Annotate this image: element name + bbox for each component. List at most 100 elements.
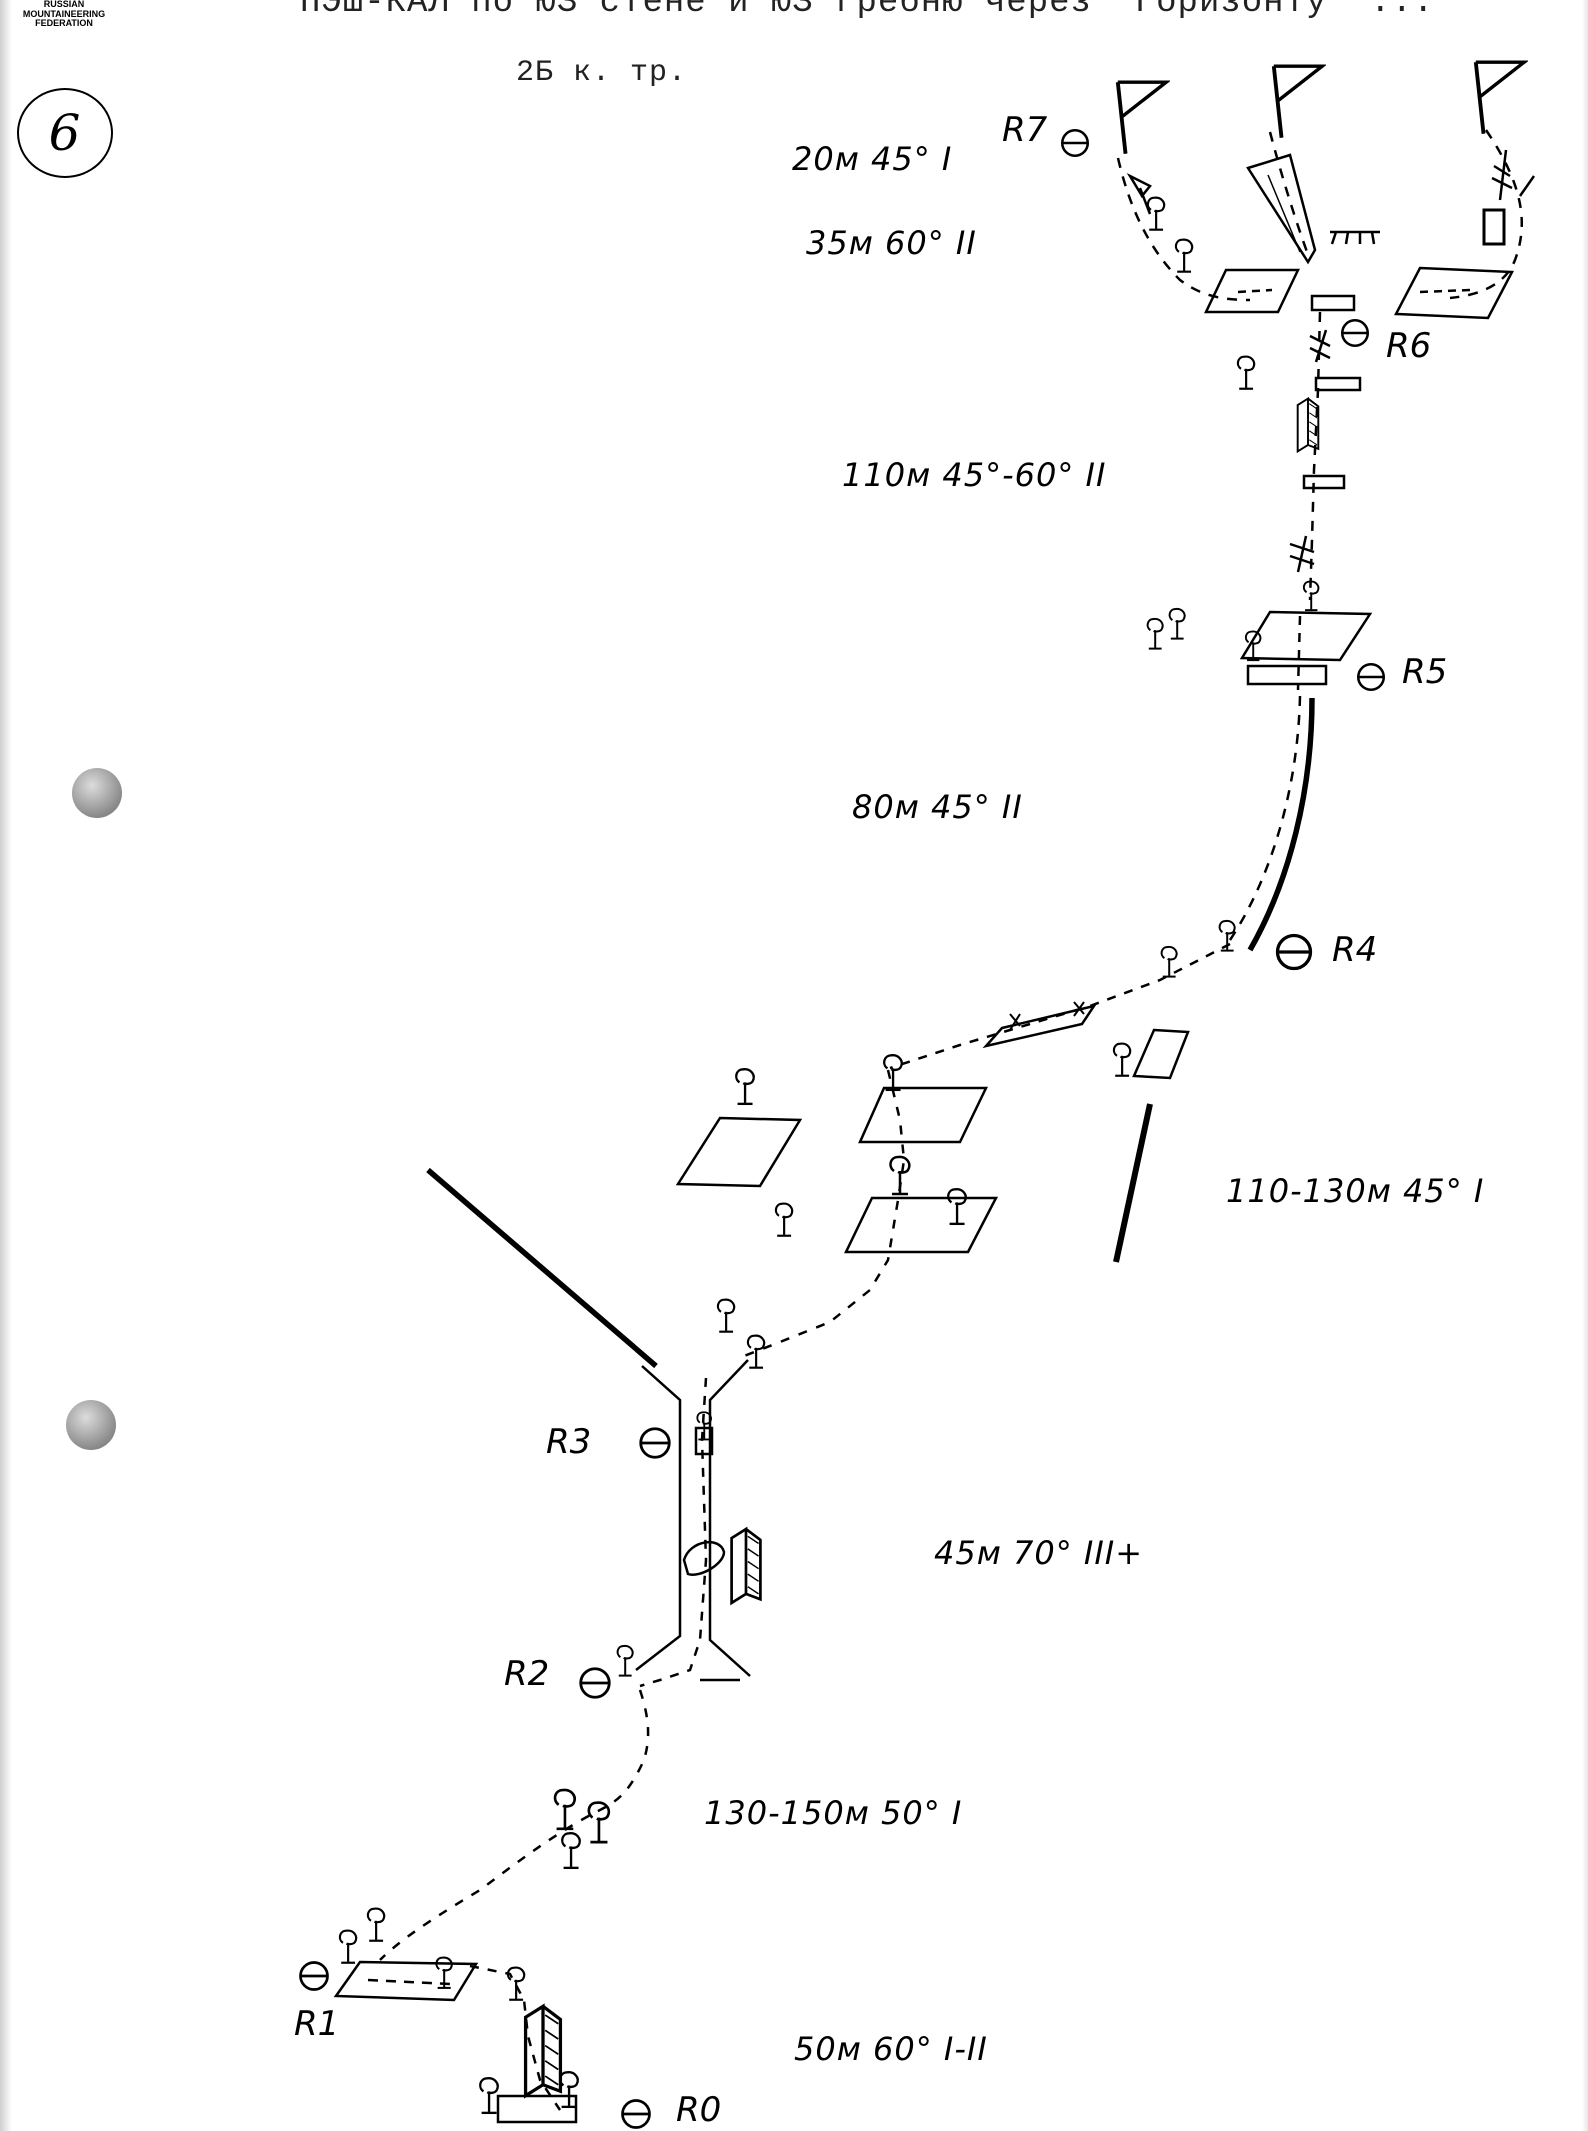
ridge-center-path bbox=[1268, 131, 1312, 261]
piton-icon bbox=[889, 1155, 911, 1196]
difficulty-category: 2Б к. тр. bbox=[516, 56, 688, 90]
belay-label-r0: R0 bbox=[676, 2090, 722, 2130]
dihedral-icon bbox=[523, 2004, 563, 2098]
couloir-right-wall bbox=[708, 1359, 751, 1677]
ledge-block bbox=[1314, 376, 1362, 392]
dihedral-icon bbox=[729, 1527, 763, 1605]
route-line bbox=[1228, 695, 1302, 941]
piton-icon bbox=[716, 1298, 736, 1333]
summit-flag-icon bbox=[1473, 60, 1527, 136]
r5-ledge bbox=[1239, 610, 1373, 691]
piton-icon bbox=[506, 1966, 526, 2001]
route-line bbox=[1308, 311, 1322, 601]
punch-hole-lower bbox=[66, 1400, 116, 1450]
piton-icon bbox=[734, 1067, 756, 1106]
summit-features bbox=[1126, 149, 1536, 320]
cross-mark bbox=[1309, 329, 1331, 363]
slab-center bbox=[858, 1086, 988, 1144]
ledge-dash bbox=[1419, 288, 1471, 294]
pitch-label: 130-150м 50° I bbox=[704, 1794, 963, 1832]
page-number-circle bbox=[17, 88, 113, 178]
piton-icon bbox=[616, 1644, 634, 1677]
slab-lower bbox=[844, 1196, 999, 1254]
pitch-label: 35м 60° II bbox=[806, 224, 977, 262]
pitch-label: 50м 60° I-II bbox=[794, 2030, 988, 2068]
belay-station-icon bbox=[1356, 662, 1386, 692]
couloir-left-wall bbox=[635, 1365, 682, 1671]
piton-icon bbox=[1174, 238, 1194, 273]
federation-logo: RUSSIAN MOUNTAINEERING FEDERATION bbox=[2, 0, 126, 29]
punch-hole-upper bbox=[72, 768, 122, 818]
piton-icon bbox=[553, 1788, 576, 1831]
piton-icon bbox=[774, 1202, 794, 1238]
ledge-dash bbox=[1237, 288, 1273, 294]
ice-axe-icon bbox=[1126, 172, 1152, 215]
ledge-block bbox=[1302, 474, 1346, 490]
slab-detail bbox=[1267, 174, 1301, 253]
snow-cornice bbox=[1330, 230, 1380, 245]
summit-flag-icon bbox=[1271, 64, 1325, 140]
belay-label-r2: R2 bbox=[504, 1654, 550, 1694]
belay-station-icon bbox=[1060, 128, 1090, 158]
belay-station-icon bbox=[621, 2099, 651, 2129]
dihedral-icon bbox=[1296, 397, 1320, 453]
crack-line-bold bbox=[1247, 697, 1315, 952]
piton-icon bbox=[338, 1929, 358, 1964]
belay-station-icon bbox=[579, 1667, 611, 1699]
crack-line-bold bbox=[1113, 1103, 1153, 1263]
scan-left-edge bbox=[0, 0, 12, 2131]
ridge-line-bold bbox=[426, 1167, 658, 1369]
belay-block bbox=[496, 2094, 578, 2124]
logo-line: RUSSIAN bbox=[43, 0, 85, 9]
summit-flag-icon bbox=[1115, 80, 1169, 156]
logo-line: FEDERATION bbox=[35, 18, 93, 28]
piton-icon bbox=[1236, 355, 1256, 390]
pitch-label: 20м 45° I bbox=[792, 140, 953, 178]
r3-couloir bbox=[635, 1359, 751, 1688]
summit-slab bbox=[1246, 153, 1317, 265]
lower-slope bbox=[379, 1689, 650, 1961]
belay-station-icon bbox=[1340, 318, 1370, 348]
belay-station-icon bbox=[1275, 933, 1313, 971]
piton-icon bbox=[1112, 1042, 1132, 1077]
belay-label-r6: R6 bbox=[1386, 326, 1432, 366]
ledge-left bbox=[1204, 268, 1300, 314]
piton-icon bbox=[587, 1801, 611, 1844]
piton-icon bbox=[366, 1907, 386, 1942]
slab-left bbox=[675, 1116, 803, 1188]
route-header: ПЭШ-КАЛ по ЮЗ стене и ЮЗ гребню через "Г… bbox=[300, 0, 1435, 22]
upper-gully bbox=[1289, 311, 1362, 601]
belay-label-r3: R3 bbox=[546, 1422, 592, 1462]
ledge-right bbox=[1393, 266, 1515, 320]
ridge-block bbox=[1310, 294, 1356, 312]
route-line bbox=[743, 1069, 906, 1358]
cross-mark bbox=[1289, 535, 1315, 573]
snow-ledge bbox=[982, 1004, 1097, 1049]
summit-flags bbox=[1115, 60, 1527, 156]
boulder bbox=[682, 1540, 726, 1576]
belay-label-r1: R1 bbox=[294, 2004, 340, 2044]
scan-right-edge bbox=[1582, 0, 1588, 2131]
belay-block bbox=[1246, 664, 1328, 686]
piton-icon bbox=[746, 1334, 766, 1369]
piton-icon bbox=[479, 2077, 499, 2115]
belay-label-r5: R5 bbox=[1402, 652, 1448, 692]
belay-station-icon bbox=[639, 1427, 671, 1459]
pitch-label: 110-130м 45° I bbox=[1226, 1172, 1485, 1210]
gendarme bbox=[1482, 208, 1506, 246]
snow-mark bbox=[1009, 1001, 1085, 1031]
route-line bbox=[469, 1964, 562, 2111]
ridge-left-path bbox=[1116, 157, 1251, 302]
piton-icon bbox=[1168, 607, 1186, 640]
belay-label-r7: R7 bbox=[1002, 110, 1048, 150]
belay-label-r4: R4 bbox=[1332, 930, 1378, 970]
belay-station-icon bbox=[299, 1961, 329, 1991]
route-line bbox=[379, 1689, 650, 1961]
r1-r0-ledges bbox=[333, 1960, 578, 2124]
route-line bbox=[889, 942, 1231, 1070]
pitch-label: 80м 45° II bbox=[852, 788, 1023, 826]
ledge-slab bbox=[1239, 610, 1373, 662]
piton-icon bbox=[882, 1053, 904, 1092]
piton-icon bbox=[1146, 617, 1164, 650]
